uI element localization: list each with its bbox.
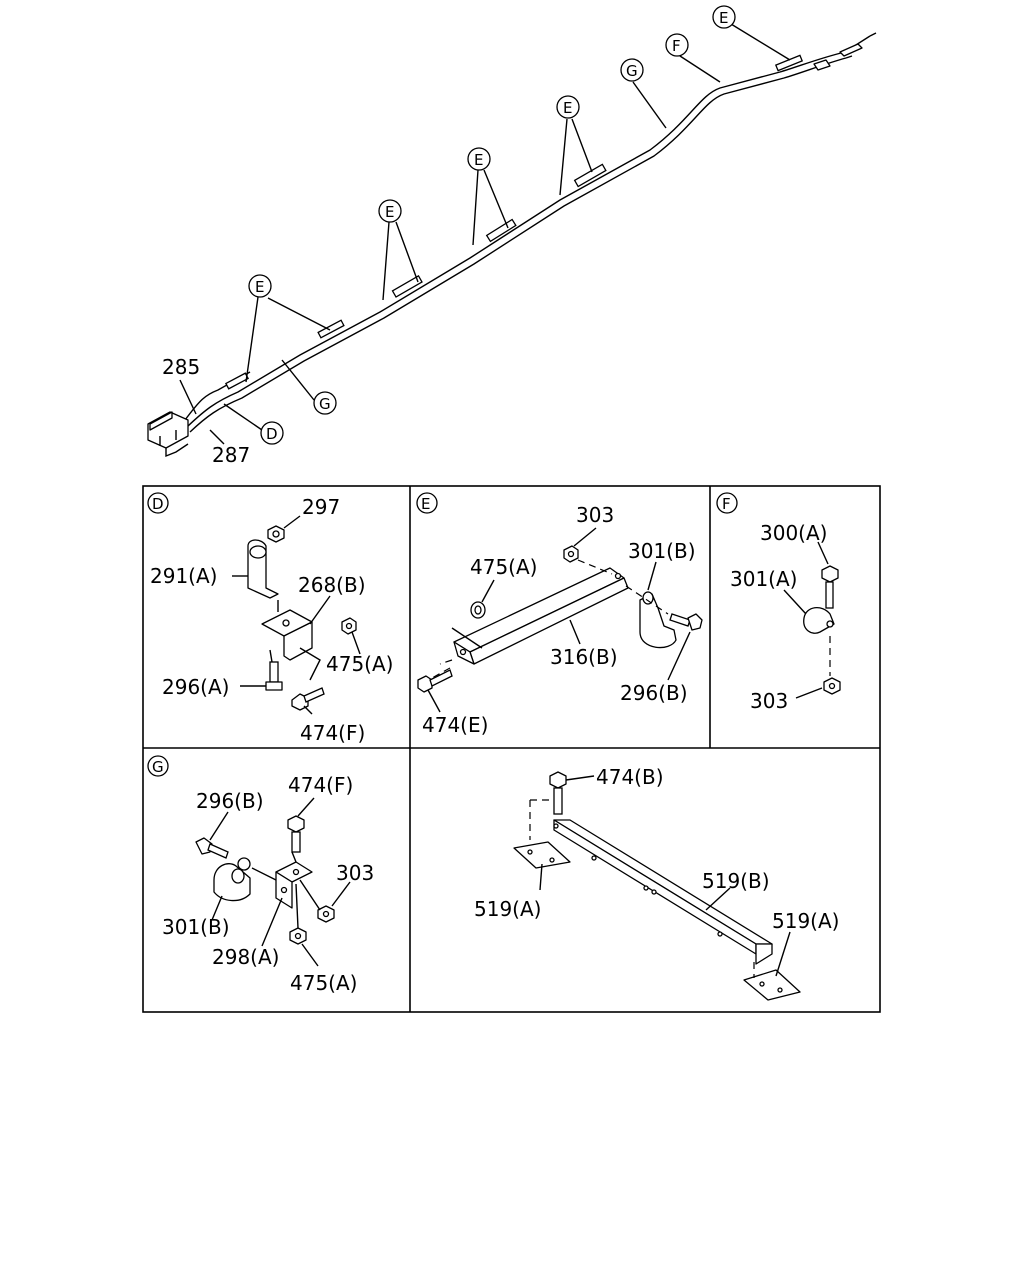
svg-text:E: E (385, 203, 394, 221)
svg-text:D: D (152, 495, 164, 513)
svg-text:G: G (152, 758, 164, 776)
svg-text:G: G (626, 62, 638, 80)
callout-g-1: G (620, 58, 644, 82)
panel-f: F 300(A) 301(A) 303 (716, 492, 841, 713)
svg-text:301(A): 301(A) (730, 567, 797, 591)
svg-text:303: 303 (750, 689, 788, 713)
svg-text:475(A): 475(A) (326, 652, 393, 676)
svg-text:268(B): 268(B) (298, 573, 366, 597)
svg-text:300(A): 300(A) (760, 521, 827, 545)
svg-text:E: E (719, 9, 728, 27)
panel-e: E 303 475(A) 301(B) 316( (416, 492, 703, 737)
svg-text:G: G (319, 395, 331, 413)
svg-text:475(A): 475(A) (470, 555, 537, 579)
svg-text:E: E (255, 278, 264, 296)
svg-text:E: E (421, 495, 430, 513)
callout-g-2: G (313, 391, 337, 415)
svg-text:F: F (722, 495, 731, 513)
svg-text:475(A): 475(A) (290, 971, 357, 995)
svg-text:291(A): 291(A) (150, 564, 217, 588)
svg-text:296(B): 296(B) (620, 681, 688, 705)
label-287: 287 (212, 443, 250, 467)
connector-block (147, 411, 189, 458)
panel-d: D 297 291(A) 268(B) 475(A) 296(A) 47 (147, 492, 393, 745)
svg-text:474(E): 474(E) (422, 713, 488, 737)
svg-text:519(A): 519(A) (772, 909, 839, 933)
svg-text:301(B): 301(B) (628, 539, 696, 563)
panel-frame-assembly: 474(B) 519(B) 519(A) 519(A) (474, 765, 839, 1001)
svg-text:296(A): 296(A) (162, 675, 229, 699)
callout-e-2: E (378, 199, 402, 223)
svg-text:301(B): 301(B) (162, 915, 230, 939)
panel-grid (142, 485, 881, 1013)
callout-e-1: E (248, 274, 272, 298)
svg-text:519(A): 519(A) (474, 897, 541, 921)
svg-text:297: 297 (302, 495, 340, 519)
svg-text:519(B): 519(B) (702, 869, 770, 893)
callout-f: F (665, 33, 689, 57)
svg-text:298(A): 298(A) (212, 945, 279, 969)
svg-text:474(F): 474(F) (300, 721, 365, 745)
svg-text:474(B): 474(B) (596, 765, 664, 789)
harness-overview: E E E E E F G G D 285 287 (147, 5, 877, 467)
svg-text:303: 303 (336, 861, 374, 885)
svg-text:296(B): 296(B) (196, 789, 264, 813)
label-285: 285 (162, 355, 200, 379)
svg-text:303: 303 (576, 503, 614, 527)
svg-text:E: E (563, 99, 572, 117)
svg-text:F: F (672, 37, 681, 55)
svg-text:316(B): 316(B) (550, 645, 618, 669)
callout-e-5: E (712, 5, 736, 29)
callout-e-3: E (467, 147, 491, 171)
callout-e-4: E (556, 95, 580, 119)
panel-g: G 296(B) 474(F) 303 301(B) (147, 755, 374, 995)
callout-d: D (260, 421, 284, 445)
svg-text:E: E (474, 151, 483, 169)
svg-text:D: D (266, 425, 278, 443)
svg-text:474(F): 474(F) (288, 773, 353, 797)
